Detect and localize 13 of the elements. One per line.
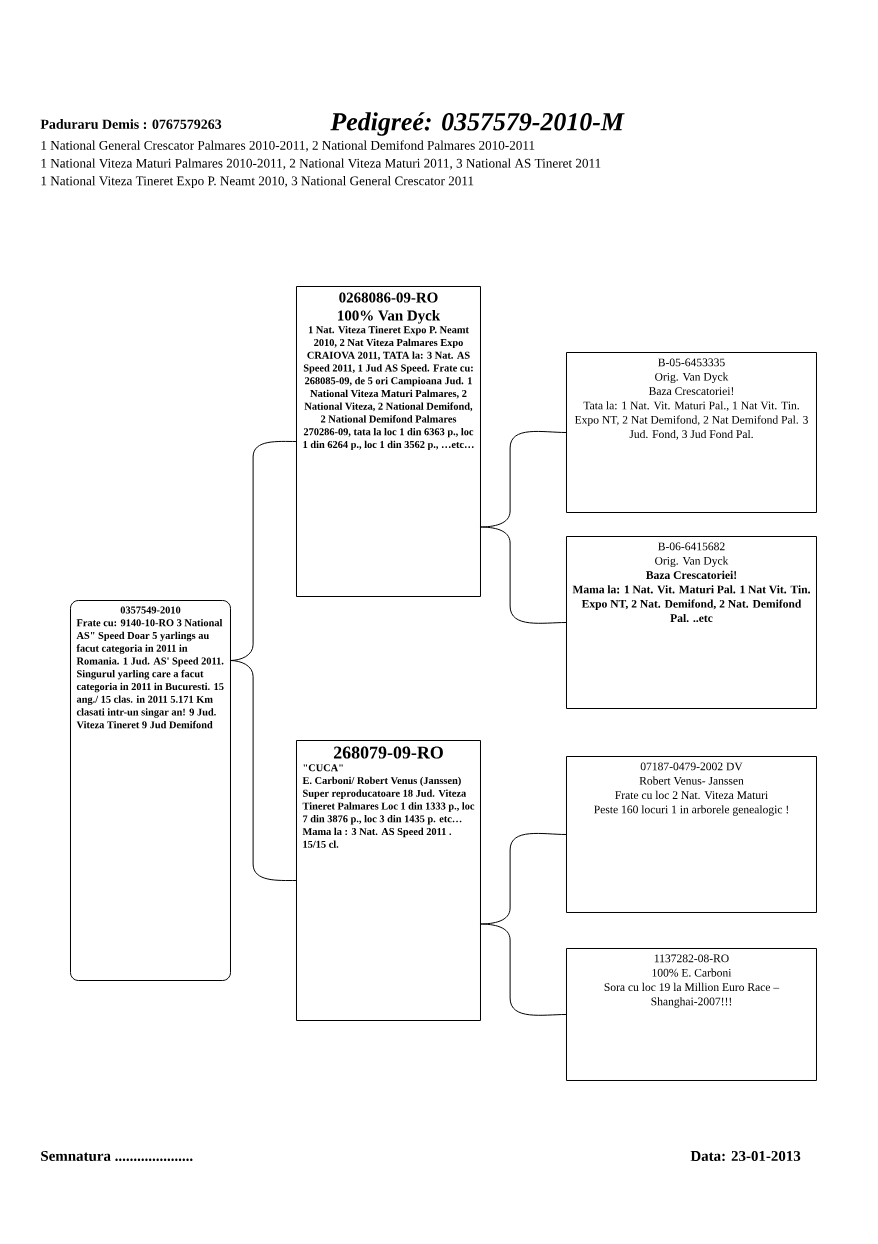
brace [479, 923, 567, 1016]
pedigree-box [566, 756, 817, 913]
pedigree-box [296, 740, 481, 1021]
brace [229, 660, 297, 882]
pedigree-box [296, 286, 481, 597]
pedigree-box [566, 948, 817, 1081]
pedigree-box [566, 536, 817, 709]
pedigree-box [70, 600, 231, 981]
brace [479, 526, 567, 624]
title: Pedigreé: 0357579-2010-M [330, 112, 625, 136]
pedigree-box [566, 352, 817, 513]
box-text: 268079-09-RO [333, 746, 443, 759]
brace [229, 440, 297, 661]
